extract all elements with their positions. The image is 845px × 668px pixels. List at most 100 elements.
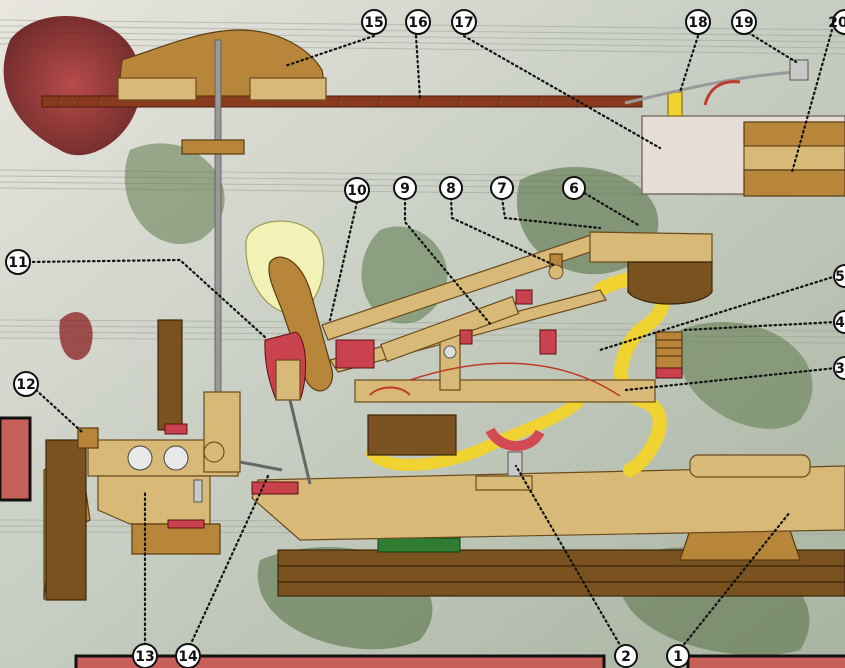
info-box-left xyxy=(0,416,32,502)
callout-6: 6 xyxy=(562,176,586,200)
callout-13-label: 13 xyxy=(135,649,154,665)
callout-19-label: 19 xyxy=(734,15,753,31)
callout-8-label: 8 xyxy=(446,181,456,197)
hitch-pin xyxy=(667,91,683,117)
callout-10: 10 xyxy=(344,177,370,203)
key-support-right xyxy=(679,529,801,561)
damper-felt-left xyxy=(117,77,197,101)
callout-18-label: 18 xyxy=(688,15,707,31)
callout-6-label: 6 xyxy=(569,181,579,197)
callout-14: 14 xyxy=(175,643,201,668)
damper-lever-block xyxy=(181,139,245,155)
damper-spoon xyxy=(485,427,545,451)
callout-15-label: 15 xyxy=(364,15,383,31)
callout-12: 12 xyxy=(13,371,39,397)
callout-15: 15 xyxy=(361,9,387,35)
felt-pad-2 xyxy=(539,329,557,355)
callout-14-label: 14 xyxy=(178,649,198,665)
callout-4-label: 4 xyxy=(835,315,845,331)
tuning-pin xyxy=(789,59,809,81)
hammer-rail-felt xyxy=(335,339,375,369)
catcher-wire xyxy=(288,399,312,485)
keybed-plank-3 xyxy=(277,581,845,597)
callout-17: 17 xyxy=(451,9,477,35)
callout-11-label: 11 xyxy=(8,255,27,271)
sticker-column xyxy=(157,319,183,431)
damper-felt-right xyxy=(249,77,327,101)
regulating-block xyxy=(627,261,713,305)
flange-block xyxy=(589,231,713,263)
rose-flower xyxy=(3,16,142,156)
info-box-bottom-left xyxy=(74,654,606,668)
felt-pad-1 xyxy=(515,289,533,305)
callout-16: 16 xyxy=(405,9,431,35)
sticker-screw xyxy=(193,479,203,503)
sticker-felt xyxy=(164,423,188,435)
callout-20: 20 xyxy=(828,9,845,35)
wippen-body xyxy=(354,379,656,403)
callout-8: 8 xyxy=(439,176,463,200)
callout-13: 13 xyxy=(132,643,158,668)
callout-16-label: 16 xyxy=(408,15,427,31)
roller-wheel xyxy=(548,264,564,280)
sticker-hole-1 xyxy=(127,445,153,471)
sticker-mechanism xyxy=(0,319,299,601)
keybed-plank-2 xyxy=(277,565,845,583)
damper-bottom-wire xyxy=(239,460,283,472)
damper-spoon-lever xyxy=(369,386,411,396)
info-box-bottom-right xyxy=(686,654,845,668)
repetition-lever xyxy=(380,295,520,363)
felt-pad-3 xyxy=(459,329,473,345)
jack-pivot xyxy=(443,345,457,359)
bridle-wire xyxy=(409,362,621,397)
callout-9-label: 9 xyxy=(400,181,410,197)
callout-1-label: 1 xyxy=(673,649,683,665)
green-felt-strip xyxy=(377,537,461,553)
repetition-lever-spring xyxy=(364,395,585,471)
leader-lines xyxy=(26,28,838,654)
callout-1: 1 xyxy=(666,644,690,668)
regulating-button-threads xyxy=(656,339,682,357)
red-spring xyxy=(703,80,741,106)
key-top-plate xyxy=(475,475,533,491)
callout-3-label: 3 xyxy=(835,361,845,377)
front-pin xyxy=(77,427,99,449)
string xyxy=(41,95,643,108)
regulating-button xyxy=(655,331,683,369)
damper-bottom-felt xyxy=(251,481,299,495)
callout-12-label: 12 xyxy=(16,377,35,393)
callout-2: 2 xyxy=(614,644,638,668)
sticker-bottom-block xyxy=(131,523,221,555)
soundboard-wood-1 xyxy=(743,121,845,147)
callout-17-label: 17 xyxy=(454,15,473,31)
callout-19: 19 xyxy=(731,9,757,35)
callout-5-label: 5 xyxy=(835,269,845,285)
callout-5: 5 xyxy=(833,264,845,288)
sticker-hole-2 xyxy=(163,445,189,471)
hammer-head xyxy=(268,256,334,392)
left-key-frame xyxy=(45,439,87,601)
sticker-body xyxy=(97,475,211,525)
damper-lever-pivot xyxy=(203,441,225,463)
damper-section xyxy=(41,29,845,459)
callout-7-label: 7 xyxy=(497,181,507,197)
callout-9: 9 xyxy=(393,176,417,200)
callout-7: 7 xyxy=(490,176,514,200)
callout-3: 3 xyxy=(833,356,845,380)
callout-10-label: 10 xyxy=(347,183,367,199)
soundboard-wood-3 xyxy=(743,169,845,197)
hammer-rail-spring xyxy=(624,70,801,105)
regulating-button-felt xyxy=(655,367,683,379)
wippen-heel xyxy=(367,414,457,456)
rose-bud xyxy=(59,311,93,360)
callout-11: 11 xyxy=(5,249,31,275)
catcher-shank xyxy=(275,359,301,401)
callout-2-label: 2 xyxy=(621,649,631,665)
piano-action xyxy=(245,220,845,597)
keyboard-cover-block xyxy=(689,454,811,478)
sticker-bottom-felt xyxy=(167,519,205,529)
callout-4: 4 xyxy=(833,310,845,334)
callout-18: 18 xyxy=(685,9,711,35)
callout-20-label: 20 xyxy=(828,15,845,31)
